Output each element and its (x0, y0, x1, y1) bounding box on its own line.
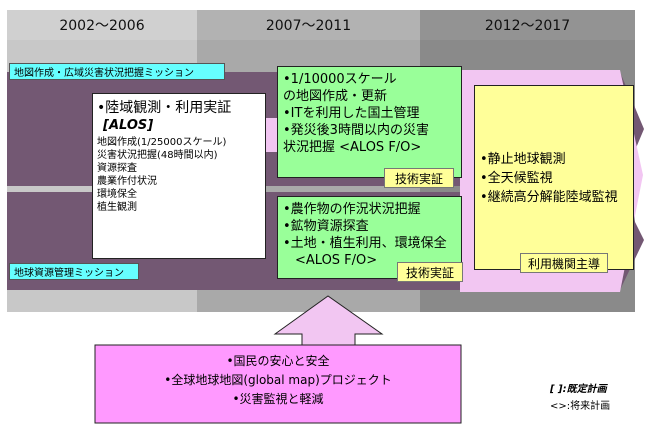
mapping-mission-label: 地図作成・広域災害状況把握ミッション (9, 63, 225, 80)
resource-2007-item: •農作物の作況状況把握 (283, 202, 421, 217)
legend-existing: [ ]:既定計画 (550, 384, 607, 395)
goals-up-arrow (273, 295, 384, 351)
mapping-2007-item: •ITを利用した国土管理 (283, 106, 420, 121)
future-2012-item: •静止地球観測 (480, 152, 566, 167)
period-header-2012: 2012〜2017 (420, 10, 635, 40)
legend-future: <>:将来計画 (550, 401, 611, 412)
mapping-2007-item: の地図作成・更新 (283, 89, 388, 104)
goals-box-bg (94, 344, 462, 424)
alos-item: 植生観測 (97, 202, 137, 213)
resource-mission-label: 地球資源管理ミッション (9, 263, 139, 280)
future-2012-tag: 利用機関主導 (520, 253, 608, 273)
mapping-2007-item: 状況把握 <ALOS F/O> (283, 140, 422, 155)
alos-item: 災害状況把握(48時間以内) (97, 150, 218, 161)
alos-item: 資源探査 (97, 163, 137, 174)
mapping-2007-item: •発災後3時間以内の災害 (283, 123, 429, 138)
period-header-2002: 2002〜2006 (7, 10, 197, 40)
future-2012-item: •全天候監視 (480, 171, 553, 186)
resource-2007-tag: 技術実証 (397, 262, 463, 282)
alos-item: 地図作成(1/25000スケール) (97, 137, 227, 148)
goals-item: •災害監視と軽減 (232, 392, 324, 406)
alos-satellite: [ALOS] (103, 118, 154, 133)
resource-2007-item: •鉱物資源探査 (283, 219, 369, 234)
period-header-2007: 2007〜2011 (197, 10, 420, 40)
alos-item: 環境保全 (97, 189, 137, 200)
alos-heading: •陸域観測・利用実証 (97, 100, 232, 116)
mapping-2007-item: •1/10000スケール (283, 72, 397, 87)
future-2012-item: •継続高分解能陸域監視 (480, 190, 618, 205)
future-2012-box: •静止地球観測 •全天候監視 •継続高分解能陸域監視 (474, 85, 634, 270)
goals-item: •国民の安心と安全 (226, 354, 330, 368)
alos-box: •陸域観測・利用実証 [ALOS] 地図作成(1/25000スケール) 災害状況… (92, 93, 266, 259)
mapping-2007-box: •1/10000スケール の地図作成・更新 •ITを利用した国土管理 •発災後3… (277, 66, 462, 178)
resource-2007-item: <ALOS F/O> (295, 253, 378, 268)
alos-item: 農業作付状況 (97, 176, 157, 187)
goals-item: •全球地球地図(global map)プロジェクト (164, 373, 392, 387)
mapping-2007-tag: 技術実証 (384, 168, 454, 188)
goals-box: •国民の安心と安全 •全球地球地図(global map)プロジェクト •災害監… (95, 352, 461, 420)
resource-2007-item: •土地・植生利用、環境保全 (283, 236, 447, 251)
